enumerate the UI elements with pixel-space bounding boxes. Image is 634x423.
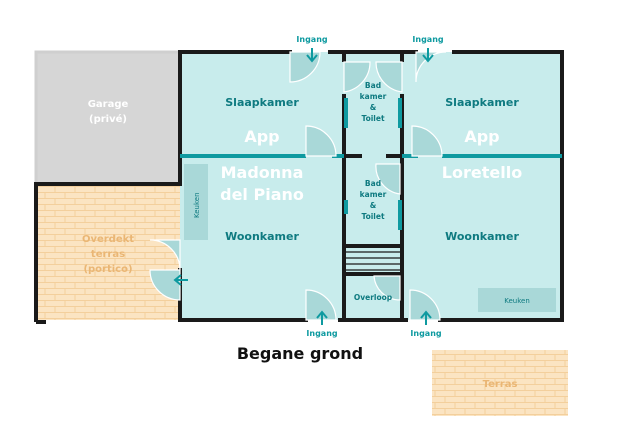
garage-label-1: Garage xyxy=(88,99,129,110)
terras-label: Terras xyxy=(483,379,518,390)
covered-terrace-area xyxy=(36,184,180,320)
covered-terrace-label-1: Overdekt xyxy=(82,234,134,245)
overloop-label: Overloop xyxy=(354,293,393,302)
bad-middle-line-4: Toilet xyxy=(361,212,385,221)
left-app-label: App xyxy=(244,127,279,146)
garage-label-2: (privé) xyxy=(89,113,127,125)
inner-walls xyxy=(342,52,404,320)
covered-terrace-label-2: terras xyxy=(91,249,125,260)
bad-middle-line-1: Bad xyxy=(365,179,381,188)
accent-walls xyxy=(180,98,562,230)
right-app-label: App xyxy=(464,127,499,146)
entrance-label-bottom-left: Ingang xyxy=(306,329,337,338)
stairs xyxy=(346,251,400,271)
entrance-label-bottom-right: Ingang xyxy=(410,329,441,338)
room-stairs xyxy=(344,246,402,274)
garage-area xyxy=(36,52,180,184)
right-slaapkamer-label: Slaapkamer xyxy=(445,96,519,109)
bad-top-line-1: Bad xyxy=(365,81,381,90)
garage-wall xyxy=(34,50,180,184)
floor-title: Begane grond xyxy=(237,344,363,363)
door-swing-icon xyxy=(149,51,447,321)
arrow-icon xyxy=(173,48,434,325)
left-name-label-2: del Piano xyxy=(220,185,304,204)
bad-middle-line-3: & xyxy=(370,201,377,210)
bad-top-line-4: Toilet xyxy=(361,114,385,123)
right-keuken-label: Keuken xyxy=(504,297,530,305)
bad-top-line-3: & xyxy=(370,103,377,112)
covered-terrace-label-3: (portico) xyxy=(83,264,132,275)
bad-top-line-2: kamer xyxy=(360,92,387,101)
kitchen-right xyxy=(478,288,556,312)
left-name-label-1: Madonna xyxy=(221,163,304,182)
entrance-label-top-left: Ingang xyxy=(296,35,327,44)
right-woonkamer-label: Woonkamer xyxy=(445,230,519,243)
left-woonkamer-label: Woonkamer xyxy=(225,230,299,243)
entrance-label-top-right: Ingang xyxy=(412,35,443,44)
left-slaapkamer-label: Slaapkamer xyxy=(225,96,299,109)
kitchen-left xyxy=(184,164,208,240)
bad-middle-line-2: kamer xyxy=(360,190,387,199)
covered-terrace-wall xyxy=(34,182,180,322)
left-keuken-label: Keuken xyxy=(193,192,201,218)
right-name-label: Loretello xyxy=(442,163,522,182)
terras-area xyxy=(432,350,568,416)
